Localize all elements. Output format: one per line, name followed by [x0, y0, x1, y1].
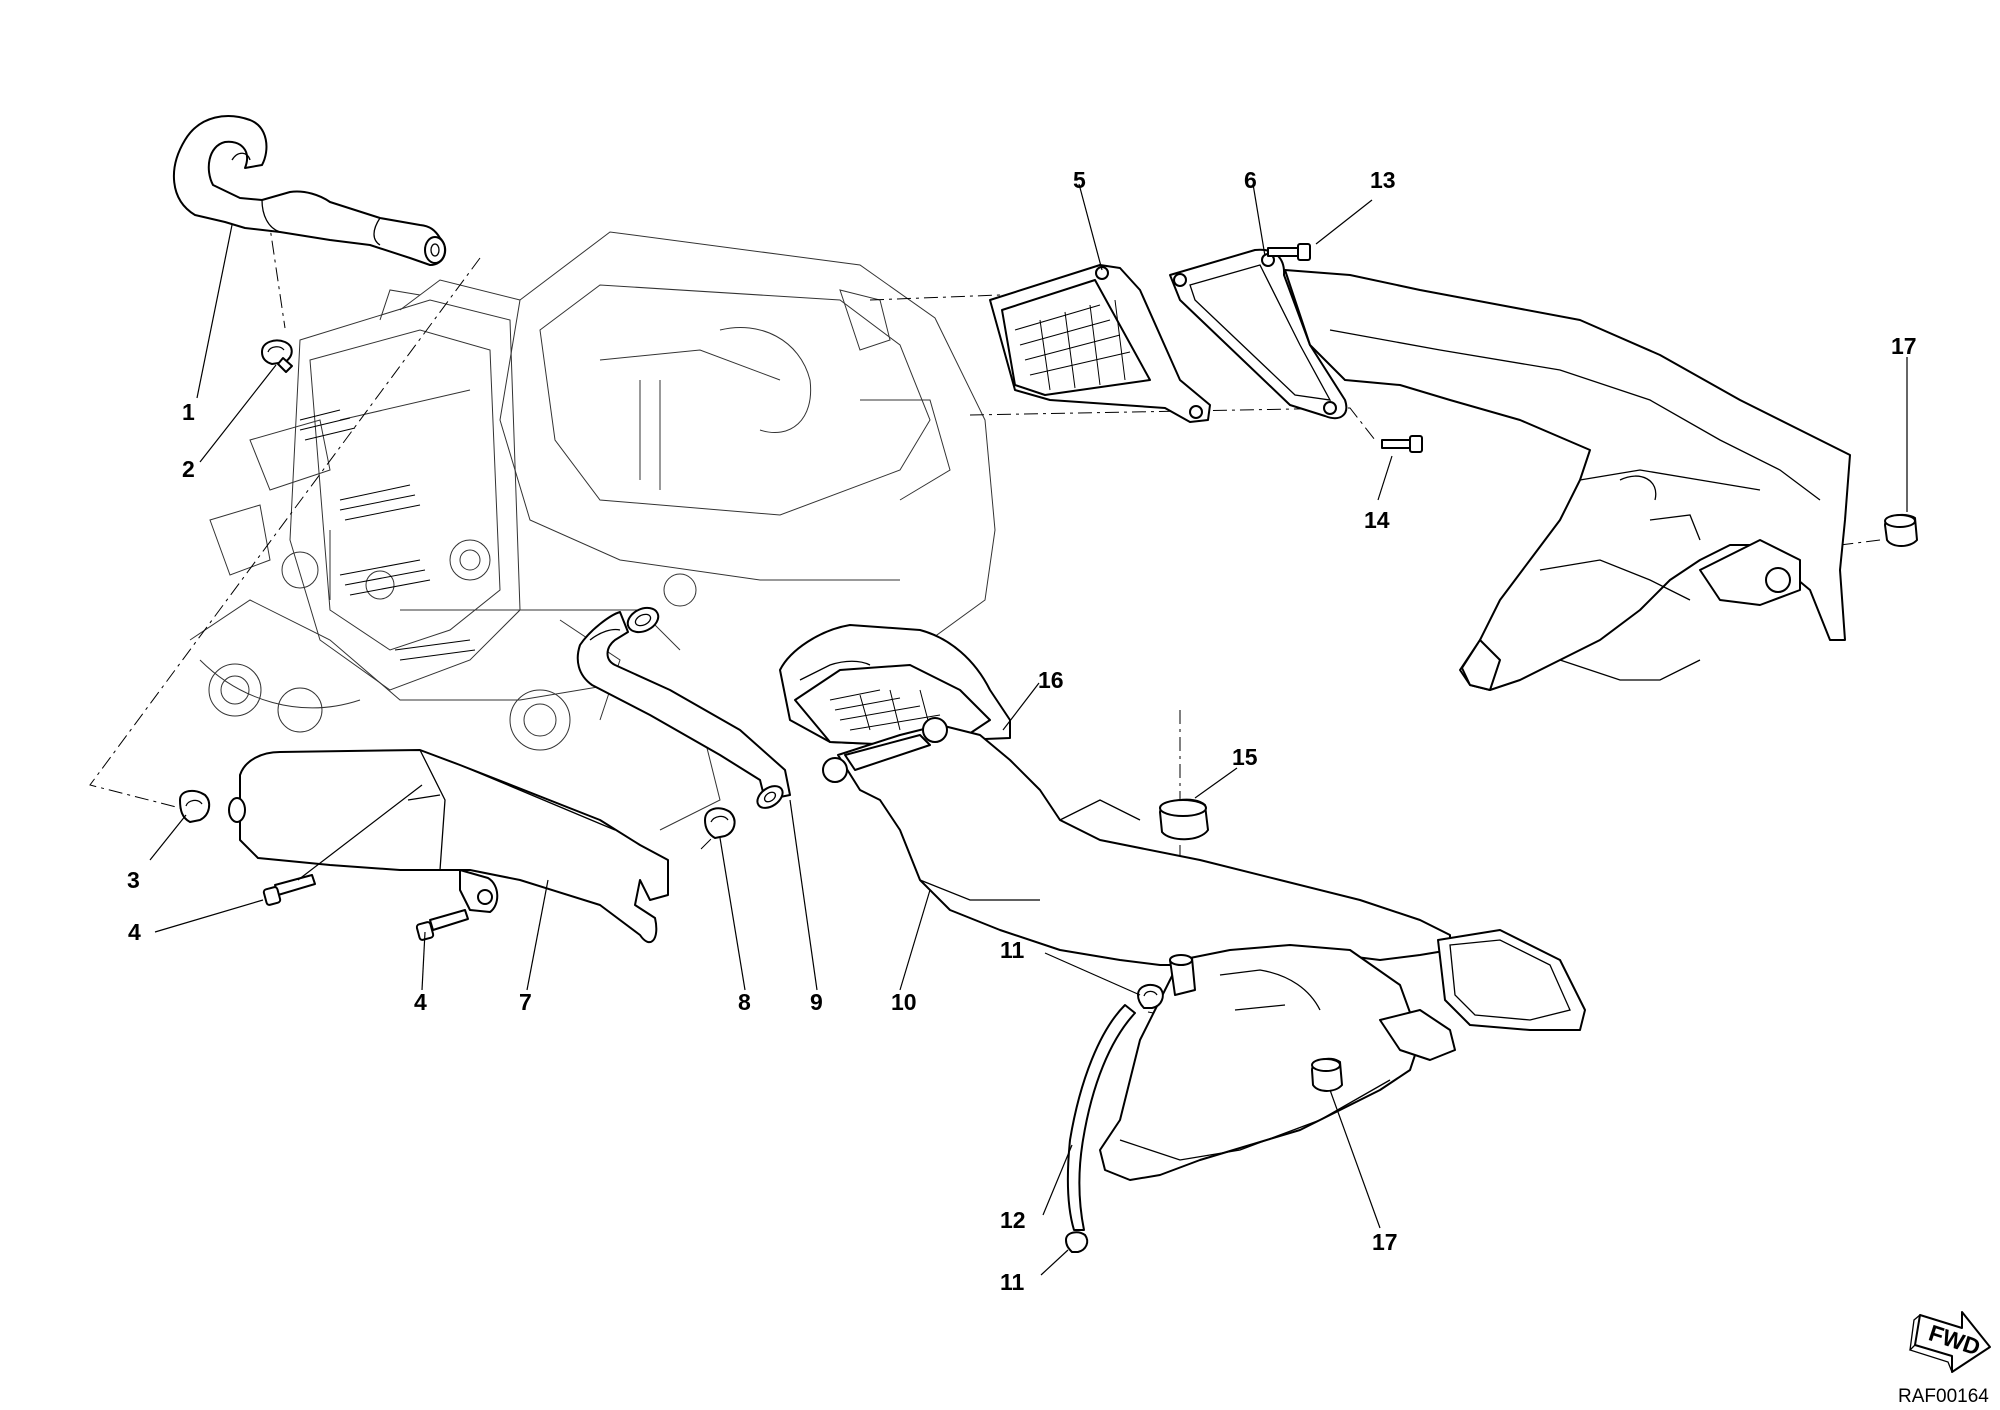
clamp-part-2 [261, 339, 293, 373]
callout-17a: 17 [1891, 333, 1917, 359]
callout-3: 3 [127, 867, 140, 893]
callout-13: 13 [1370, 167, 1396, 193]
duct-intake-mouth [1437, 929, 1586, 1031]
hose-part-1 [172, 115, 447, 266]
callout-11b: 11 [1000, 1269, 1025, 1295]
air-duct-part-10 [822, 717, 1451, 966]
callout-labels: 1 2 3 4 4 5 6 7 8 9 10 11 11 12 13 14 15… [127, 167, 1917, 1295]
callout-7: 7 [519, 989, 532, 1015]
callout-5: 5 [1073, 167, 1086, 193]
leader-lines [149, 183, 1908, 1276]
clamp-part-8 [704, 807, 736, 839]
callout-15: 15 [1232, 744, 1258, 770]
clamp-part-3 [179, 789, 211, 823]
grommet-part-17-lower [1311, 1057, 1343, 1092]
lower-tray-assembly [1099, 944, 1456, 1181]
bolt-part-4-upper [262, 874, 316, 906]
callout-4a: 4 [128, 919, 141, 945]
hose-part-9 [576, 606, 791, 809]
callout-9: 9 [810, 989, 823, 1015]
callout-11a: 11 [1000, 937, 1025, 963]
callout-12: 12 [1000, 1207, 1026, 1233]
callout-2: 2 [182, 456, 195, 482]
cap-part-15 [1159, 798, 1209, 841]
clip-part-11-lower [1065, 1231, 1089, 1253]
drain-hose-part-12 [1066, 1004, 1136, 1231]
cylinder-head-hatching [299, 409, 476, 661]
callout-8: 8 [738, 989, 751, 1015]
engine-ghost-outline [189, 231, 996, 831]
intake-grille-part-16 [779, 624, 1011, 746]
tray-nozzle [1169, 954, 1196, 996]
forward-direction-arrow: FWD [1908, 1311, 1991, 1373]
callout-17b: 17 [1372, 1229, 1398, 1255]
bolt-part-4-lower [415, 909, 469, 941]
screw-part-13 [1267, 243, 1311, 261]
callout-14: 14 [1364, 507, 1390, 533]
callout-16: 16 [1038, 667, 1064, 693]
screw-part-14 [1381, 435, 1423, 453]
upper-air-duct [1284, 269, 1851, 691]
grommet-part-17-upper [1884, 513, 1918, 547]
callout-4b: 4 [414, 989, 427, 1015]
intake-grille-part-5 [989, 264, 1211, 423]
lower-cover-part-7 [228, 749, 669, 944]
callout-1: 1 [182, 399, 195, 425]
clip-part-11-upper [1137, 983, 1164, 1009]
callout-6: 6 [1244, 167, 1257, 193]
drawing-code: RAF00164 [1898, 1386, 1989, 1407]
callout-10: 10 [891, 989, 917, 1015]
